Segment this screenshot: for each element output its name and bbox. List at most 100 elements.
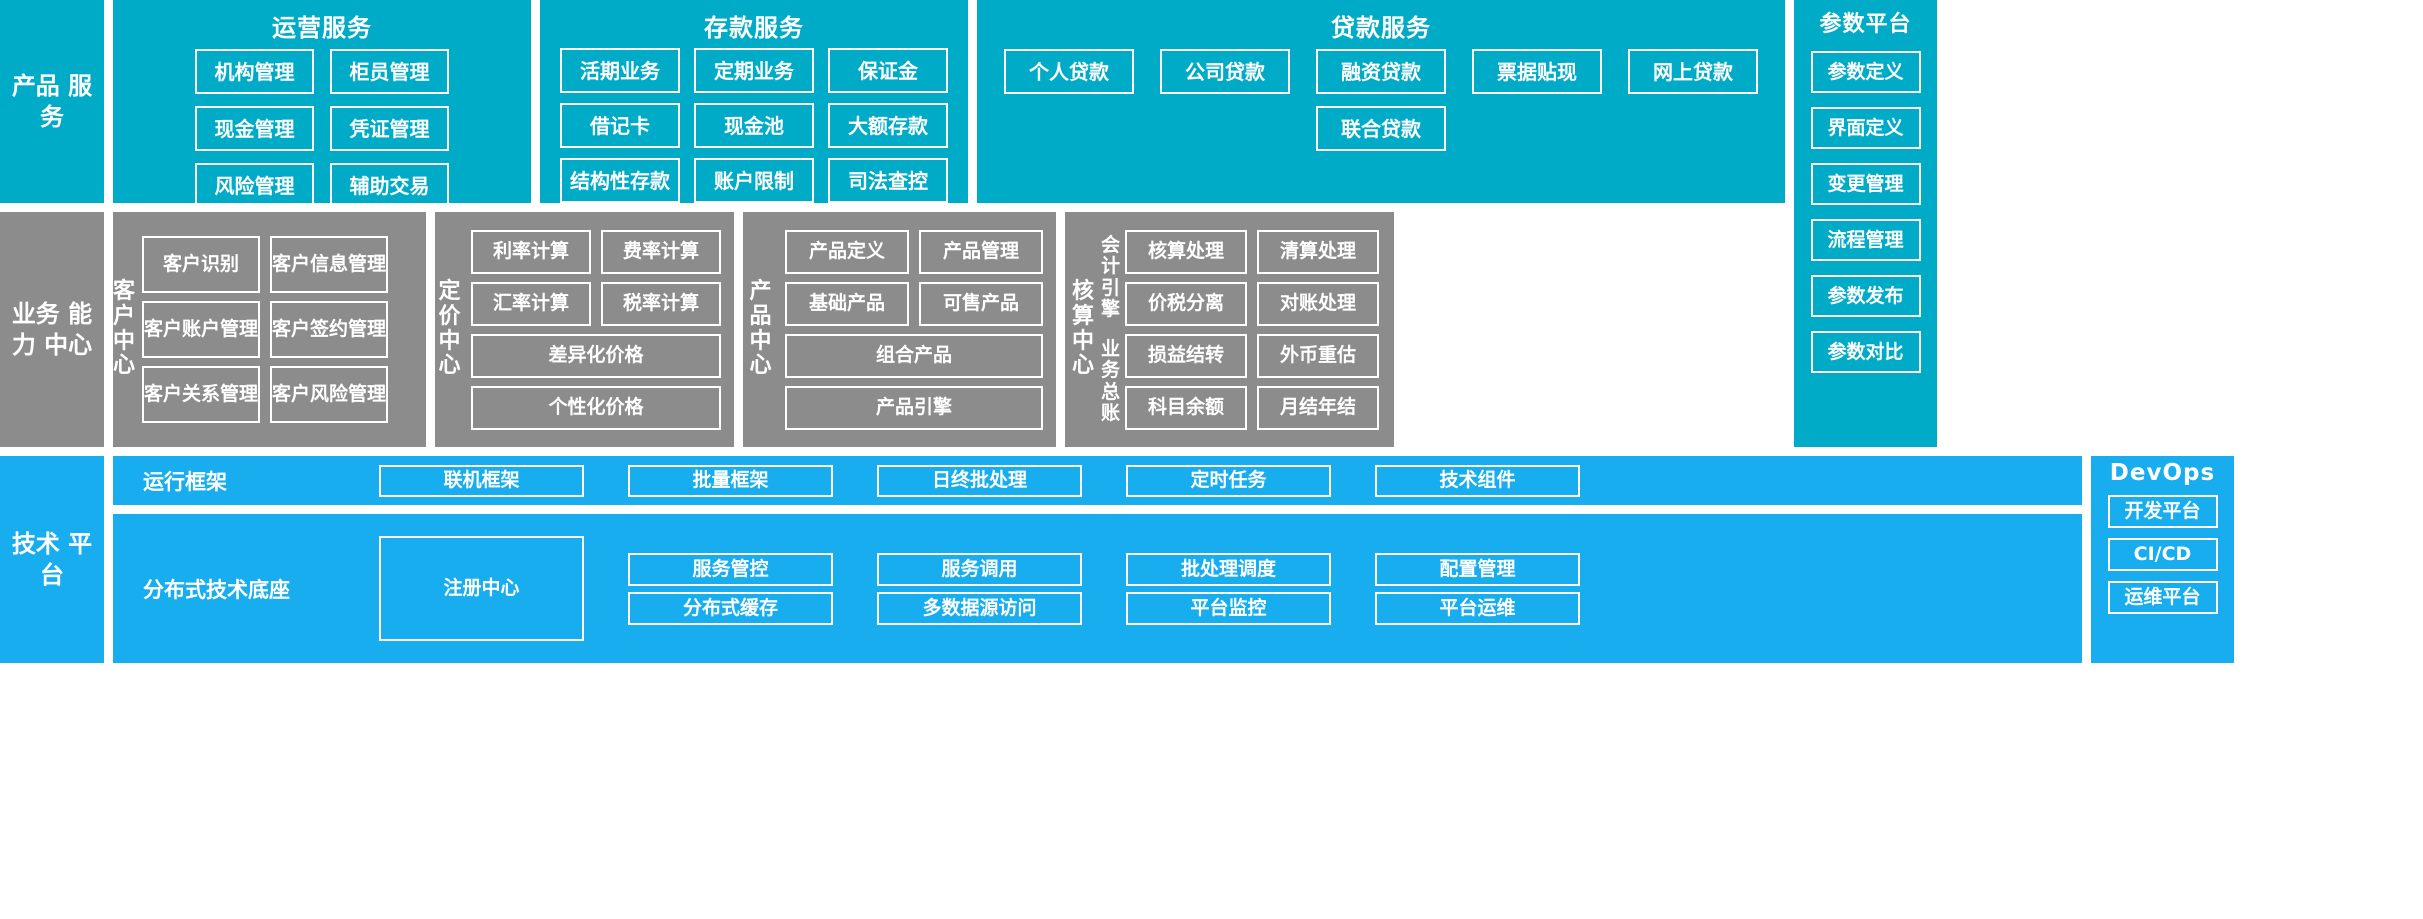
- tech-item[interactable]: 批量框架: [628, 464, 833, 497]
- panel-pricing-center: 定 价 中 心 利率计算 费率计算 汇率计算 税率计算 差异化价格: [435, 212, 734, 447]
- customer-center-items: 客户识别 客户信息管理 客户账户管理 客户签约管理 客户关系管理 客户风险管理: [135, 226, 426, 433]
- devops-item[interactable]: 运维平台: [2107, 581, 2218, 614]
- capability-item[interactable]: 税率计算: [601, 281, 721, 326]
- capability-item[interactable]: 汇率计算: [471, 281, 591, 326]
- center-label-product: 产 品 中 心: [743, 280, 778, 379]
- product-row: 产品引擎: [780, 382, 1048, 434]
- service-item[interactable]: 辅助交易: [330, 163, 449, 208]
- capability-item[interactable]: 月结年结: [1257, 385, 1380, 430]
- tech-platform-row: 技术 平台 运行框架 联机框架 批量框架 日终批处理 定时任务 技术组件 分布式…: [0, 456, 2423, 663]
- parameter-item[interactable]: 参数对比: [1810, 331, 1921, 373]
- capability-item[interactable]: 客户关系管理: [142, 366, 261, 423]
- devops-item[interactable]: CI/CD: [2107, 538, 2218, 571]
- parameter-item[interactable]: 流程管理: [1810, 219, 1921, 261]
- service-item[interactable]: 凭证管理: [330, 106, 449, 151]
- capability-item[interactable]: 清算处理: [1257, 229, 1380, 274]
- service-item[interactable]: 融资贷款: [1316, 49, 1446, 94]
- devops-item[interactable]: 开发平台: [2107, 495, 2218, 528]
- service-item[interactable]: 结构性存款: [560, 158, 680, 203]
- tech-item[interactable]: 平台运维: [1375, 591, 1580, 625]
- service-item[interactable]: 保证金: [828, 48, 948, 93]
- capability-item[interactable]: 损益结转: [1125, 333, 1248, 378]
- service-item[interactable]: 活期业务: [560, 48, 680, 93]
- label-char: 核: [1071, 279, 1094, 305]
- tech-item[interactable]: 服务调用: [877, 552, 1082, 586]
- row-label-tech-platform: 技术 平台: [0, 456, 104, 663]
- label-char: 总: [1101, 380, 1121, 403]
- tech-item[interactable]: 配置管理: [1375, 552, 1580, 586]
- service-item[interactable]: 大额存款: [828, 103, 948, 148]
- band-label-distributed-base: 分布式技术底座: [143, 577, 290, 602]
- label-char: 务: [1101, 359, 1121, 382]
- label-char: 价: [438, 303, 461, 329]
- service-item[interactable]: 定期业务: [694, 48, 814, 93]
- tech-item[interactable]: 分布式缓存: [628, 591, 833, 625]
- parameter-item[interactable]: 界面定义: [1810, 107, 1921, 149]
- capability-item[interactable]: 价税分离: [1125, 281, 1248, 326]
- pricing-center-items: 利率计算 费率计算 汇率计算 税率计算 差异化价格 个性化价格: [464, 220, 734, 440]
- capability-item[interactable]: 对账处理: [1257, 281, 1380, 326]
- center-label-customer: 客 户 中 心: [113, 280, 135, 379]
- capability-item[interactable]: 差异化价格: [471, 333, 721, 378]
- service-item[interactable]: 风险管理: [195, 163, 314, 208]
- tech-platform-bands: 运行框架 联机框架 批量框架 日终批处理 定时任务 技术组件 分布式技术底座 注…: [113, 456, 2082, 663]
- product-center-items: 产品定义 产品管理 基础产品 可售产品 组合产品 产品引擎: [778, 220, 1056, 440]
- tech-item[interactable]: 日终批处理: [877, 464, 1082, 497]
- capability-item[interactable]: 客户账户管理: [142, 301, 261, 358]
- panel-loan-service: 贷款服务 个人贷款 公司贷款 融资贷款 票据贴现 网上贷款 联合贷款: [977, 0, 1785, 203]
- service-item[interactable]: 现金池: [694, 103, 814, 148]
- capability-item[interactable]: 外币重估: [1257, 333, 1380, 378]
- label-char: 客: [113, 279, 136, 305]
- panel-operations-service: 运营服务 机构管理 柜员管理 现金管理 凭证管理 风险管理 辅助交易: [113, 0, 531, 208]
- tech-item[interactable]: 服务管控: [628, 552, 833, 586]
- label-char: 中: [113, 328, 136, 354]
- parameter-item[interactable]: 参数发布: [1810, 275, 1921, 317]
- service-item[interactable]: 机构管理: [195, 49, 314, 94]
- label-char: 引: [1101, 276, 1121, 299]
- label-char: 中: [1071, 328, 1094, 354]
- capability-item[interactable]: 客户识别: [142, 236, 261, 293]
- capability-item[interactable]: 可售产品: [919, 281, 1043, 326]
- service-item[interactable]: 联合贷款: [1316, 106, 1446, 151]
- tech-item-registry[interactable]: 注册中心: [379, 536, 584, 641]
- service-item[interactable]: 票据贴现: [1472, 49, 1602, 94]
- parameter-item[interactable]: 参数定义: [1810, 51, 1921, 93]
- accounting-center-groups: 会 计 引 擎 核算处理 清算处理 价税分离 对账处理: [1101, 222, 1394, 438]
- capability-item[interactable]: 费率计算: [601, 229, 721, 274]
- row-label-line: 中心: [44, 330, 93, 359]
- capability-item[interactable]: 科目余额: [1125, 385, 1248, 430]
- capability-item[interactable]: 产品管理: [919, 229, 1043, 274]
- capability-item[interactable]: 组合产品: [785, 333, 1043, 378]
- tech-item[interactable]: 定时任务: [1126, 464, 1331, 497]
- tech-item[interactable]: 技术组件: [1375, 464, 1580, 497]
- tech-item[interactable]: 批处理调度: [1126, 552, 1331, 586]
- tech-item[interactable]: 多数据源访问: [877, 591, 1082, 625]
- service-item[interactable]: 账户限制: [694, 158, 814, 203]
- service-item[interactable]: 公司贷款: [1160, 49, 1290, 94]
- service-item[interactable]: 柜员管理: [330, 49, 449, 94]
- panel-customer-center: 客 户 中 心 客户识别 客户信息管理 客户账户管理 客户签约管理 客户关系管理…: [113, 212, 426, 447]
- capability-item[interactable]: 利率计算: [471, 229, 591, 274]
- service-item[interactable]: 借记卡: [560, 103, 680, 148]
- label-char: 户: [113, 303, 136, 329]
- tech-item[interactable]: 联机框架: [379, 464, 584, 497]
- service-item[interactable]: 个人贷款: [1004, 49, 1134, 94]
- capability-item[interactable]: 产品定义: [785, 229, 909, 274]
- tech-item[interactable]: 平台监控: [1126, 591, 1331, 625]
- service-item[interactable]: 网上贷款: [1628, 49, 1758, 94]
- band-distributed-base: 分布式技术底座 注册中心 服务管控 分布式缓存 服务调用 多数据源访问 批处理调…: [113, 514, 2082, 663]
- capability-item[interactable]: 个性化价格: [471, 385, 721, 430]
- service-item[interactable]: 司法查控: [828, 158, 948, 203]
- parameter-item[interactable]: 变更管理: [1810, 163, 1921, 205]
- capability-item[interactable]: 基础产品: [785, 281, 909, 326]
- service-item[interactable]: 现金管理: [195, 106, 314, 151]
- capability-item[interactable]: 客户风险管理: [270, 366, 389, 423]
- capability-item[interactable]: 客户信息管理: [270, 236, 389, 293]
- label-char: 心: [1071, 353, 1094, 379]
- label-char: 产: [749, 279, 772, 305]
- panel-product-center: 产 品 中 心 产品定义 产品管理 基础产品 可售产品 组合产品: [743, 212, 1056, 447]
- capability-item[interactable]: 客户签约管理: [270, 301, 389, 358]
- capability-item[interactable]: 核算处理: [1125, 229, 1248, 274]
- capability-item[interactable]: 产品引擎: [785, 385, 1043, 430]
